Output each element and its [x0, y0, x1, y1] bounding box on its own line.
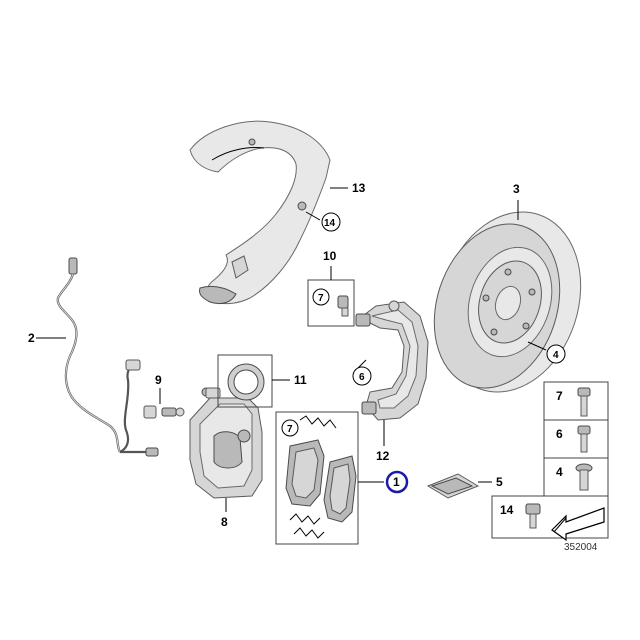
bolt-6-icon — [577, 425, 591, 453]
bolt-4-icon — [575, 463, 593, 491]
reference-number: 352004 — [564, 542, 598, 553]
circled-ref-4-disc — [546, 344, 566, 364]
circled-ref-7-padbox-label: 7 — [287, 424, 293, 435]
bolt-7-icon — [577, 387, 591, 417]
repair-kit-box-part-11 — [217, 354, 273, 408]
brake-pads-part-1 — [285, 439, 357, 523]
circled-ref-14-shield — [321, 212, 341, 232]
callout-3: 3 — [513, 182, 520, 196]
legend-ref-7: 7 — [556, 389, 563, 403]
legend-ref-14: 14 — [500, 503, 514, 517]
caliper-carrier-part-12 — [355, 300, 429, 421]
highlight-circle-part-1 — [385, 470, 409, 494]
brake-pad-set-box-part-1 — [275, 411, 359, 545]
circled-ref-14-label: 14 — [324, 218, 336, 229]
brake-shield-part-13 — [189, 120, 331, 305]
callout-1: 1 — [393, 475, 400, 489]
wear-sensor-part-2 — [56, 257, 159, 457]
circled-ref-6-carrier — [352, 366, 372, 386]
circled-ref-7-padbox — [281, 419, 299, 437]
callout-13: 13 — [352, 181, 366, 195]
callout-5: 5 — [496, 475, 503, 489]
callout-10: 10 — [323, 249, 337, 263]
legend-ref-6: 6 — [556, 427, 563, 441]
callout-8: 8 — [221, 515, 228, 529]
callout-11: 11 — [294, 373, 307, 387]
circled-ref-7-box10-label: 7 — [318, 293, 324, 304]
circled-ref-6-label: 6 — [359, 372, 365, 383]
seal-ring-part-11 — [227, 363, 265, 401]
fastener-legend: 7 6 4 14 — [491, 381, 609, 542]
legend-ref-4: 4 — [556, 465, 563, 479]
brake-caliper-part-8 — [189, 387, 263, 499]
bolt-part-10 — [337, 295, 349, 317]
callout-2: 2 — [28, 331, 35, 345]
circled-ref-7-box10 — [312, 288, 330, 306]
circled-ref-4-label: 4 — [553, 350, 559, 361]
callout-12: 12 — [376, 449, 390, 463]
brake-disc-part-3 — [433, 211, 582, 393]
arrow-icon — [551, 507, 605, 542]
bolt-14-icon — [525, 503, 541, 529]
bleeder-part-9 — [143, 405, 185, 419]
callout-9: 9 — [155, 373, 162, 387]
grease-packet-part-5 — [426, 473, 480, 499]
pad-clips — [289, 415, 337, 539]
